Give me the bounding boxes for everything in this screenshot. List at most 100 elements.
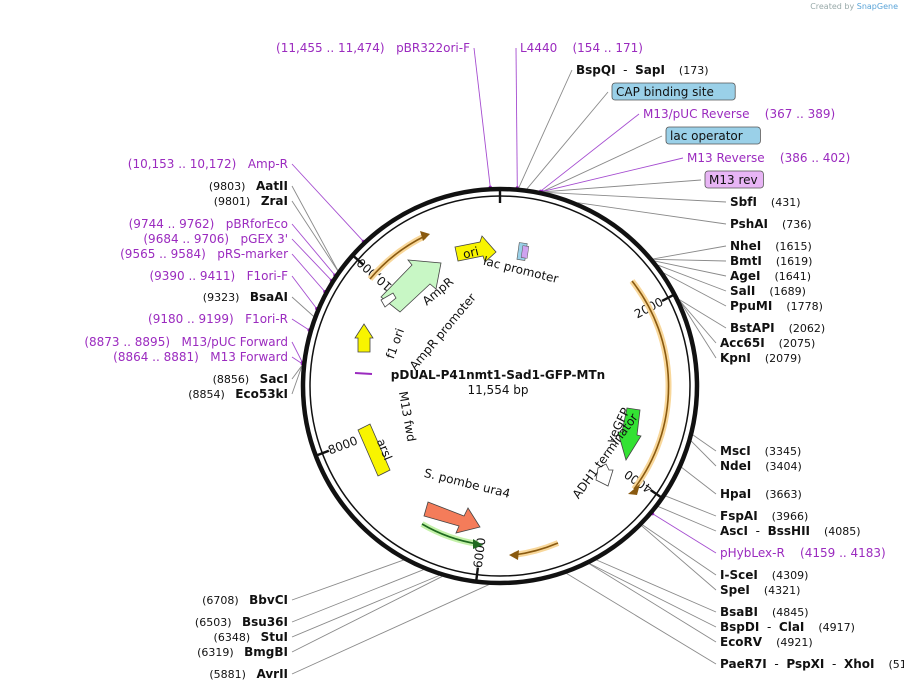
site-label: (9323) BsaAI [203, 290, 288, 304]
site-label: FspAI (3966) [720, 509, 808, 523]
label-name: Amp-R [248, 157, 288, 171]
enzyme-label: BsaBI (4845) [720, 605, 809, 619]
enzyme-label: PpuMI (1778) [730, 299, 823, 313]
feature-label-ori: ori [462, 244, 481, 261]
leader-line [291, 238, 332, 281]
site-label: AscI - BssHII (4085) [720, 524, 861, 538]
site-label: BspQI - SapI (173) [576, 63, 709, 77]
site-label: (8856) SacI [213, 372, 288, 386]
leader-line [291, 569, 424, 623]
primer-label: (10,153 .. 10,172) Amp-R [128, 157, 288, 171]
leader-line [518, 69, 573, 189]
feature-arrows [354, 235, 642, 534]
leader-line [663, 272, 727, 307]
label-name: MscI [720, 444, 751, 458]
enzyme-label: (6708) BbvCI [202, 593, 288, 607]
site-label: (6319) BmgBI [197, 645, 288, 659]
tick-mark [661, 293, 675, 303]
site-label: M13/pUC Reverse (367 .. 389) [643, 107, 835, 121]
label-name: M13 Forward [210, 350, 288, 364]
orf-arcs [367, 231, 672, 560]
primer-label: (8873 .. 8895) M13/pUC Forward [84, 335, 288, 349]
enzyme-label: (8854) Eco53kI [188, 387, 288, 401]
label-sep: - [824, 657, 844, 671]
site-label: SpeI (4321) [720, 583, 800, 597]
label-name: F1ori-R [245, 312, 288, 326]
enzyme-label: PaeR7I - PspXI - XhoI (5149) [720, 657, 904, 671]
leader-line [653, 258, 727, 262]
leader-line [681, 467, 717, 495]
label-range: (9323) [203, 291, 250, 304]
feature-box-label: lac operator [670, 129, 743, 143]
label-name: pBRforEco [226, 217, 288, 231]
leader-line [657, 264, 727, 292]
feature-box [704, 170, 764, 189]
label-name: F1ori-F [247, 269, 288, 283]
feature-arsi-arrow [357, 423, 391, 477]
leader-line [653, 245, 727, 260]
label-name: PaeR7I [720, 657, 767, 671]
enzyme-label: (9801) ZraI [214, 194, 288, 208]
leader-line [291, 365, 303, 395]
label-name: pRS-marker [217, 247, 288, 261]
enzyme-label: AgeI (1641) [730, 269, 811, 283]
enzyme-label: (6319) BmgBI [197, 645, 288, 659]
site-label: SbfI (431) [730, 195, 801, 209]
enzyme-label: MscI (3345) [720, 444, 801, 458]
label-range: (3966) [758, 510, 809, 523]
leader-line [652, 513, 717, 554]
site-label: (9390 .. 9411) F1ori-F [149, 269, 288, 283]
site-label: MscI (3345) [720, 444, 801, 458]
enzyme-label: KpnI (2079) [720, 351, 801, 365]
label-range: (1641) [760, 270, 811, 283]
leader-line [679, 299, 727, 329]
label-name: BbvCI [249, 593, 288, 607]
site-label: (9684 .. 9706) pGEX 3' [143, 232, 288, 246]
leader-line [654, 260, 727, 277]
site-label: (5881) AvrII [209, 667, 288, 681]
enzyme-label: EcoRV (4921) [720, 635, 813, 649]
site-label: Acc65I (2075) [720, 336, 815, 350]
site-label: M13 Reverse (386 .. 402) [687, 151, 850, 165]
label-name: ZraI [261, 194, 288, 208]
label-range: (4309) [758, 569, 809, 582]
leader-line [641, 525, 717, 591]
feature-ampr-promoter-arrow [380, 292, 397, 308]
label-range: (2079) [751, 352, 802, 365]
enzyme-label: NheI (1615) [730, 239, 812, 253]
label-range: (4085) [810, 525, 861, 538]
label-name: BstAPI [730, 321, 775, 335]
leader-line [291, 296, 314, 317]
label-leaders [291, 47, 727, 675]
site-label: (9803) AatII [209, 179, 288, 193]
primer-label: M13 Reverse (386 .. 402) [687, 151, 850, 165]
leader-line [291, 575, 440, 638]
label-sep: - [759, 620, 779, 634]
leader-line [291, 341, 303, 363]
orf-arc-ura4-head [473, 539, 483, 549]
leader-line [291, 275, 318, 309]
enzyme-label: SbfI (431) [730, 195, 801, 209]
leader-line [679, 300, 717, 344]
leader-line [542, 135, 663, 192]
leader-line [540, 113, 640, 192]
enzyme-label: PshAI (736) [730, 217, 812, 231]
primer-label: pHybLex-R (4159 .. 4183) [720, 546, 886, 560]
leader-line [526, 91, 609, 190]
label-name: SbfI [730, 195, 757, 209]
feature-m13rev-box [520, 245, 530, 259]
label-name: AatII [256, 179, 288, 193]
enzyme-label: (9323) BsaAI [203, 290, 288, 304]
leader-line [291, 163, 364, 242]
label-name: XhoI [844, 657, 875, 671]
site-label: NheI (1615) [730, 239, 812, 253]
site-label: BspDI - ClaI (4917) [720, 620, 855, 634]
feature-adh1-arrow [595, 463, 614, 487]
snapgene-brand: SnapGene [856, 2, 898, 11]
leader-line [542, 157, 684, 192]
site-label: HpaI (3663) [720, 487, 802, 501]
label-range: (4921) [762, 636, 813, 649]
label-range: (9565 .. 9584) [120, 247, 217, 261]
label-name: AscI [720, 524, 748, 538]
feature-box-label: M13 rev [709, 173, 758, 187]
